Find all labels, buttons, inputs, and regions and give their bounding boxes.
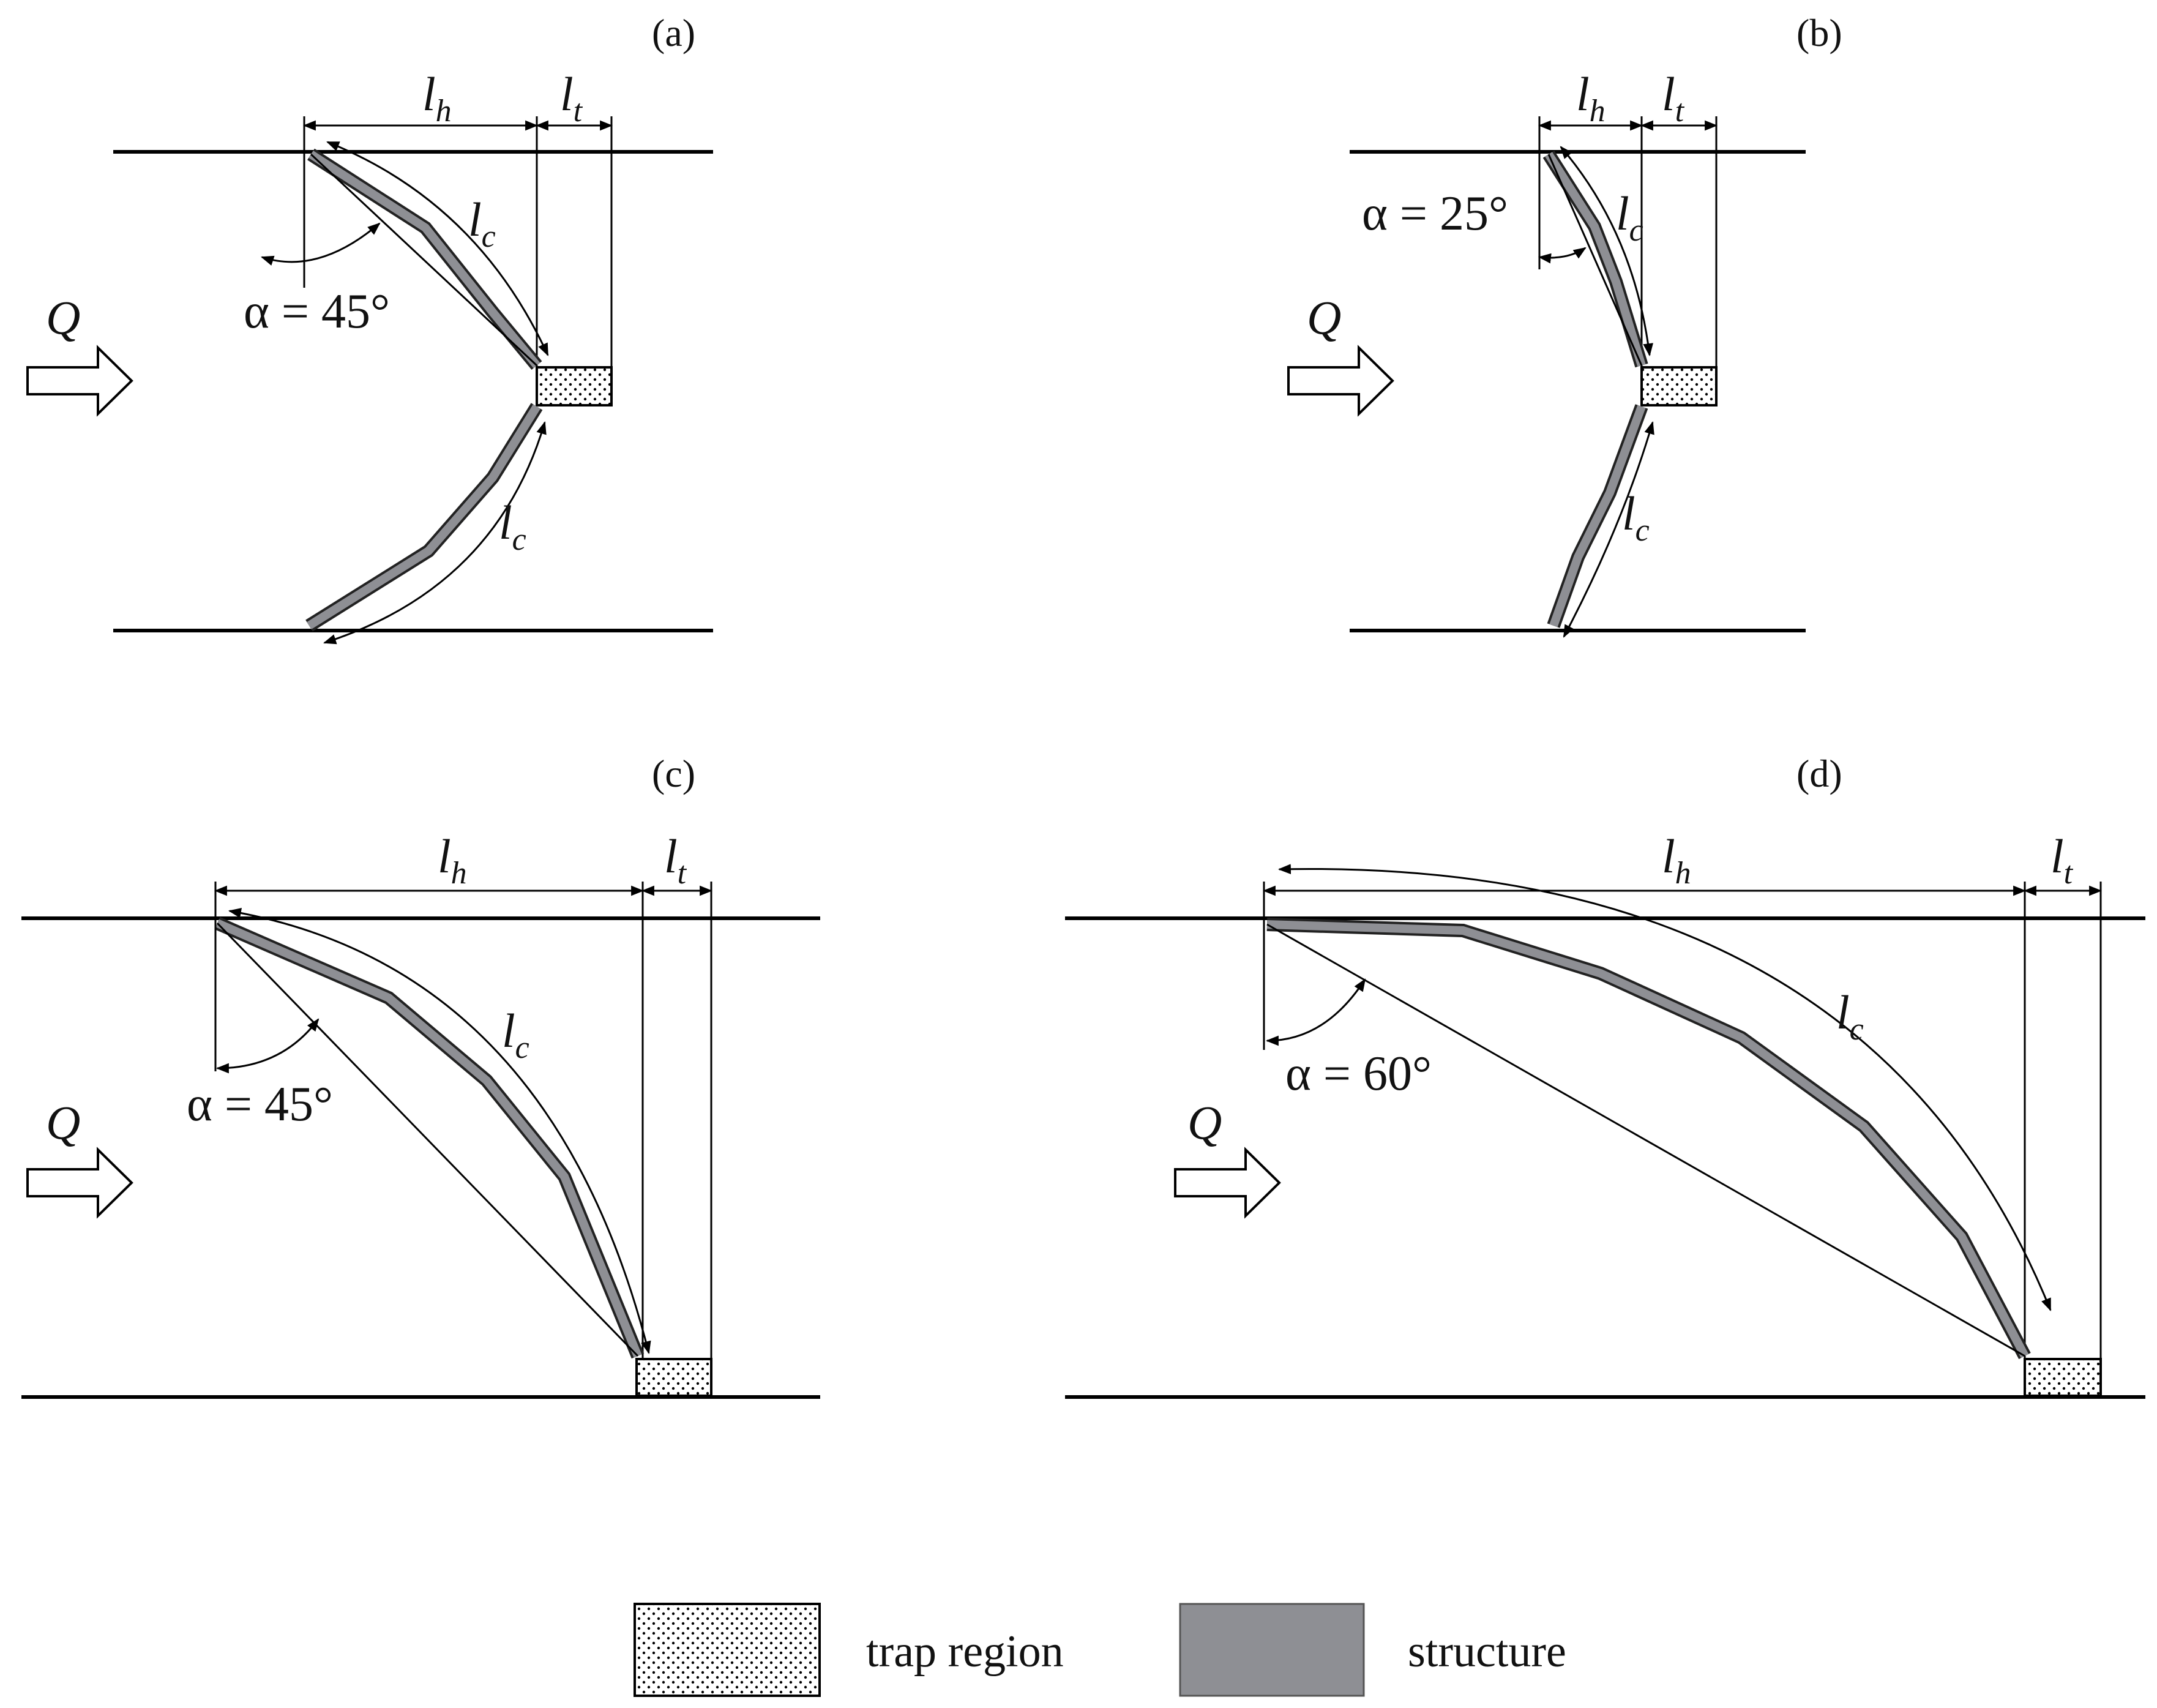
lh-label: lh [422,67,452,129]
legend-structure-label: structure [1408,1627,1566,1677]
trap-region [635,1358,712,1397]
lc-arc [228,907,651,1355]
trap-region [1640,366,1718,406]
lc-arc [1277,864,2052,1311]
lc-label: lc [502,1004,529,1065]
panel-label: (a) [652,11,695,54]
panel-a: (a) lh lt lc lc α = 45° [26,11,713,645]
panel-label: (b) [1796,11,1842,54]
flow-arrow-icon [26,345,133,417]
lh-label: lh [438,830,467,891]
lc-label-upper: lc [1616,187,1643,248]
flow-label: Q [46,291,80,344]
flow-label: Q [46,1096,80,1149]
panel-d: (d) lh lt lc α = 60° Q [1065,752,2145,1399]
lc-label: lc [1836,986,1864,1047]
lc-arc-upper [326,141,549,356]
chord-line [216,922,639,1357]
lc-arc-upper [1560,146,1653,357]
lh-label: lh [1662,830,1691,891]
flow-arrow-icon [26,1147,133,1219]
flow-label: Q [1187,1096,1222,1149]
flow-label: Q [1307,291,1341,344]
angle-arc [215,1018,320,1074]
lt-label: lt [1662,67,1685,129]
lt-label: lt [560,67,583,129]
flow-arrow-icon [1287,345,1394,417]
lh-label: lh [1576,67,1606,129]
panel-b: (b) lh lt lc lc α = 25° Q [1287,11,1842,638]
alpha-label: α = 45° [244,285,390,339]
lt-label: lt [2050,830,2074,891]
flow-arrow-icon [1174,1147,1281,1219]
lc-label-upper: lc [468,193,496,254]
lc-arc-lower [323,421,547,645]
alpha-label: α = 60° [1285,1047,1432,1101]
alpha-label: α = 25° [1362,187,1508,241]
lc-arc-lower [1563,421,1654,638]
angle-arc [1265,978,1366,1046]
legend-trap-swatch [634,1603,821,1697]
trap-region [2024,1358,2102,1397]
legend-trap-label: trap region [866,1627,1064,1677]
panel-label: (d) [1796,752,1842,795]
legend-structure-swatch [1179,1603,1365,1697]
lc-label-lower: lc [499,496,526,557]
alpha-label: α = 45° [187,1077,333,1131]
lt-label: lt [664,830,687,891]
trap-region [536,366,613,406]
angle-arc [261,222,381,266]
lc-label-lower: lc [1622,487,1650,548]
legend: trap region structure [634,1603,1566,1697]
angle-arc [1538,247,1587,264]
panel-c: (c) lh lt lc α = 45° Q [21,752,820,1399]
panel-label: (c) [652,752,695,795]
